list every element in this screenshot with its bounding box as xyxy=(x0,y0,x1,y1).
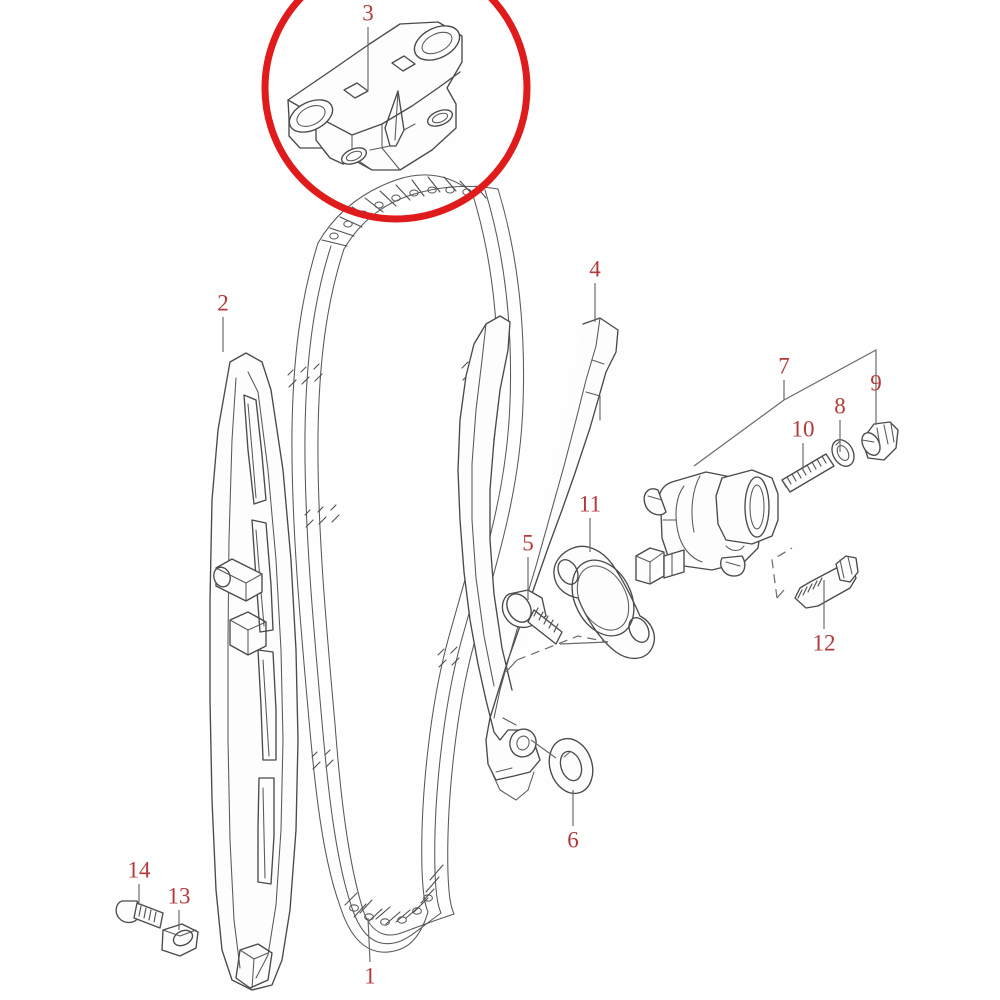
callout-label-11: 11 xyxy=(578,491,602,517)
part-tensioner-stud xyxy=(781,453,835,493)
callout-label-1: 1 xyxy=(364,963,376,989)
highlight-circle xyxy=(261,0,531,223)
part-tensioner-gasket xyxy=(553,545,656,659)
part-washer xyxy=(548,737,594,795)
callout-label-12: 12 xyxy=(812,630,836,656)
callout-label-14: 14 xyxy=(127,857,151,883)
part-chain-tensioner-assembly xyxy=(635,469,779,585)
part-tensioner-shoe-arm xyxy=(457,315,619,801)
callout-label-2: 2 xyxy=(217,290,229,316)
callout-label-10: 10 xyxy=(791,416,815,442)
leader-lines xyxy=(138,27,877,963)
part-flange-bolt xyxy=(501,589,563,645)
callout-label-3: 3 xyxy=(362,0,374,26)
part-hex-bolt xyxy=(794,555,859,609)
callout-label-9: 9 xyxy=(870,370,882,396)
part-guide-plate-bolt xyxy=(115,900,164,929)
part-stud-nut xyxy=(861,421,899,461)
callout-label-6: 6 xyxy=(567,827,579,853)
part-chain-guide-bracket xyxy=(287,21,463,171)
callout-label-4: 4 xyxy=(589,256,601,282)
callout-label-5: 5 xyxy=(522,530,534,556)
part-stud-washer xyxy=(831,439,855,467)
part-chain-guide-rail xyxy=(209,352,299,991)
callout-label-8: 8 xyxy=(834,393,846,419)
part-chain-guide-plate xyxy=(161,923,199,957)
callout-label-13: 13 xyxy=(167,883,191,909)
callout-label-7: 7 xyxy=(778,353,790,379)
chain-link-segment-bottom xyxy=(344,864,444,926)
